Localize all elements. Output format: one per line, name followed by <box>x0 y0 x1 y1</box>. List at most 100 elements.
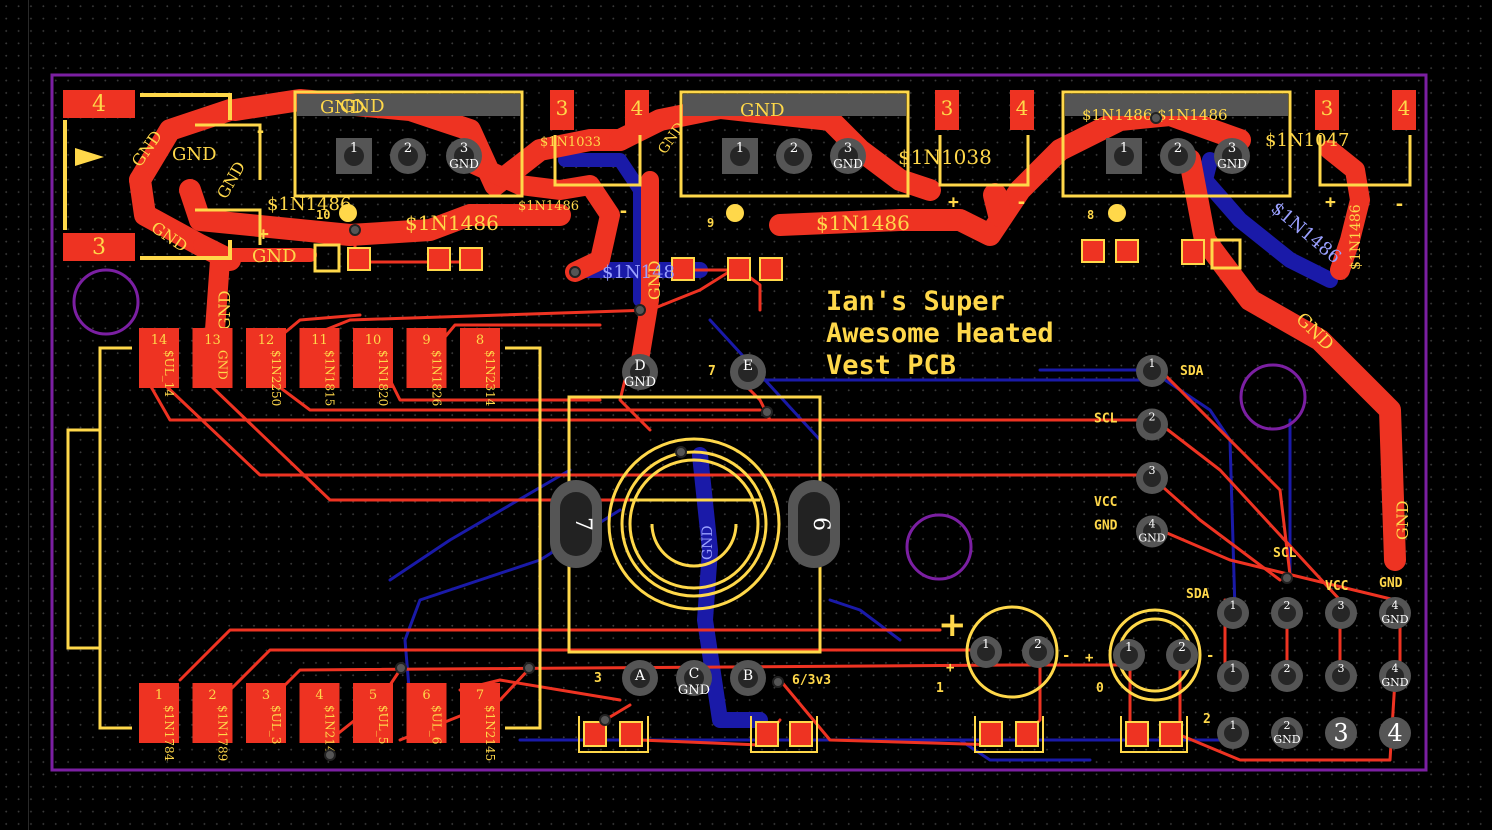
svg-text:+: + <box>1085 650 1093 666</box>
column-label: GND <box>1379 576 1403 591</box>
svg-text:2: 2 <box>790 141 798 156</box>
pin-net-label: $1N2145 <box>483 705 497 761</box>
chip-pad[interactable]: 1 $1N1784 <box>139 683 179 762</box>
svg-text:GND: GND <box>449 157 479 171</box>
net-labels: GND GND GND $1N1486 $1N1486 $1N1486 $1N1… <box>128 97 1412 560</box>
mounting-hole[interactable] <box>905 513 973 581</box>
svg-text:3: 3 <box>556 96 569 120</box>
svg-text:$1N1486: $1N1486 <box>405 211 499 235</box>
led-group-8[interactable]: 8 <box>1081 204 1242 270</box>
top-connector-3[interactable]: 3 4 <box>1315 90 1416 187</box>
svg-text:2: 2 <box>1178 640 1186 654</box>
grid-pin[interactable]: 2 <box>1271 660 1303 692</box>
svg-text:3: 3 <box>941 96 954 120</box>
svg-text:2: 2 <box>1174 141 1182 156</box>
top-connector-1[interactable]: 3 4 <box>550 90 649 187</box>
pin-label: SCL <box>1094 412 1118 427</box>
mounting-hole[interactable] <box>1239 363 1307 431</box>
svg-text:4: 4 <box>1016 96 1029 120</box>
regulator-2[interactable]: GND 1 2 3 GND <box>679 90 910 198</box>
pin-number: 2 <box>1284 662 1291 675</box>
grid-pin[interactable]: 1 <box>1217 597 1249 629</box>
svg-text:GND: GND <box>172 144 217 165</box>
pin-number: 3 <box>262 688 270 703</box>
capacitor-1[interactable]: 1 2 + + - 1 <box>936 605 1070 699</box>
pin-net: GND <box>1381 613 1408 626</box>
grid-pin[interactable]: 4 <box>1379 717 1411 749</box>
grid-pin[interactable]: 1 <box>1217 660 1249 692</box>
top-connector-2[interactable]: 3 4 <box>935 90 1034 187</box>
led-group-10[interactable]: 10 <box>313 204 483 273</box>
svg-text:1: 1 <box>1120 141 1128 156</box>
pin-number: 3 <box>1338 662 1345 675</box>
svg-text:3: 3 <box>844 141 852 156</box>
pin-number: 4 <box>1392 599 1399 612</box>
regulator-3[interactable]: $1N1486 $1N1486 1 2 3 GND <box>1061 90 1292 198</box>
pin-net-label: $UL_3 <box>269 705 283 744</box>
chip-pad[interactable]: 2$1N1789 <box>192 683 233 761</box>
chip-pad[interactable]: 6$UL_6 <box>406 683 447 744</box>
grid-pin[interactable]: 1 <box>1217 717 1249 749</box>
svg-text:$1N1486: $1N1486 <box>518 199 579 214</box>
pin-number: 4 <box>315 688 323 703</box>
led-group-9[interactable]: 9 <box>671 204 783 281</box>
pin-label: VCC <box>1094 495 1117 510</box>
chip-pad[interactable]: 5$UL_5 <box>353 683 393 744</box>
svg-text:GND: GND <box>1217 157 1247 171</box>
svg-text:GND: GND <box>678 683 710 698</box>
chip-pad[interactable]: 14$UL_14 <box>139 328 179 397</box>
capacitor-0[interactable]: 1 2 + - 0 <box>1085 608 1214 702</box>
pin-net-label: $1N1784 <box>162 705 176 762</box>
svg-text:GND: GND <box>740 100 785 121</box>
encoder-smd-pads[interactable] <box>578 716 1188 753</box>
mounting-hole[interactable] <box>72 268 140 336</box>
svg-text:C: C <box>689 666 700 682</box>
grid-pin[interactable]: 3 <box>1325 660 1357 692</box>
pin-net: GND <box>1138 532 1165 545</box>
pin-number: 3 <box>1333 719 1348 747</box>
grid-pin[interactable]: 3 <box>1325 717 1357 749</box>
svg-text:10: 10 <box>316 208 330 222</box>
svg-text:A: A <box>634 668 646 684</box>
column-label: SDA <box>1186 587 1210 602</box>
chip-pad[interactable]: 11$1N1815 <box>299 328 340 406</box>
chip-pad[interactable]: 8$1N2314 <box>460 328 500 407</box>
grid-pin[interactable]: 2 <box>1271 597 1303 629</box>
pin-net: GND <box>1381 676 1408 689</box>
svg-text:6/3v3: 6/3v3 <box>792 673 831 688</box>
svg-text:$1N1486: $1N1486 <box>267 194 351 215</box>
svg-text:GND: GND <box>700 525 716 560</box>
pin-net: GND <box>1273 733 1300 746</box>
regulator-1[interactable]: GND 1 2 3 GND <box>293 90 524 198</box>
chip-pad[interactable]: 4$1N2149 <box>299 683 340 761</box>
pin-number: 11 <box>311 333 328 348</box>
chip-pad[interactable]: 12$1N2250 <box>246 328 286 406</box>
grid-pin[interactable]: 3 <box>1325 597 1357 629</box>
svg-text:3: 3 <box>1321 96 1334 120</box>
pin-label: 4 <box>92 92 106 117</box>
pin-number: 1 <box>155 688 163 703</box>
chip-pad[interactable]: 10$1N1820 <box>353 328 393 406</box>
pin-net-label: $1N2314 <box>483 350 497 407</box>
pin-net-label: $1N1826 <box>430 350 444 406</box>
rotary-encoder[interactable]: 7 6 D GND E 7 A C GND B 3 6/3v3 <box>550 354 840 698</box>
chip-bottom-row[interactable]: 1 $1N1784 2$1N1789 3 $UL_3 4$1N2149 5$UL_5 6$UL… <box>139 683 500 762</box>
chip-pad[interactable]: 7$1N2145 <box>460 683 500 761</box>
chip-pad[interactable]: 3 $UL_3 <box>246 683 286 744</box>
svg-text:7: 7 <box>708 364 716 379</box>
left-connector[interactable]: 4 3 <box>63 90 262 261</box>
svg-text:+: + <box>1325 192 1336 213</box>
chip-pad[interactable]: 9$1N1826 <box>406 328 447 406</box>
